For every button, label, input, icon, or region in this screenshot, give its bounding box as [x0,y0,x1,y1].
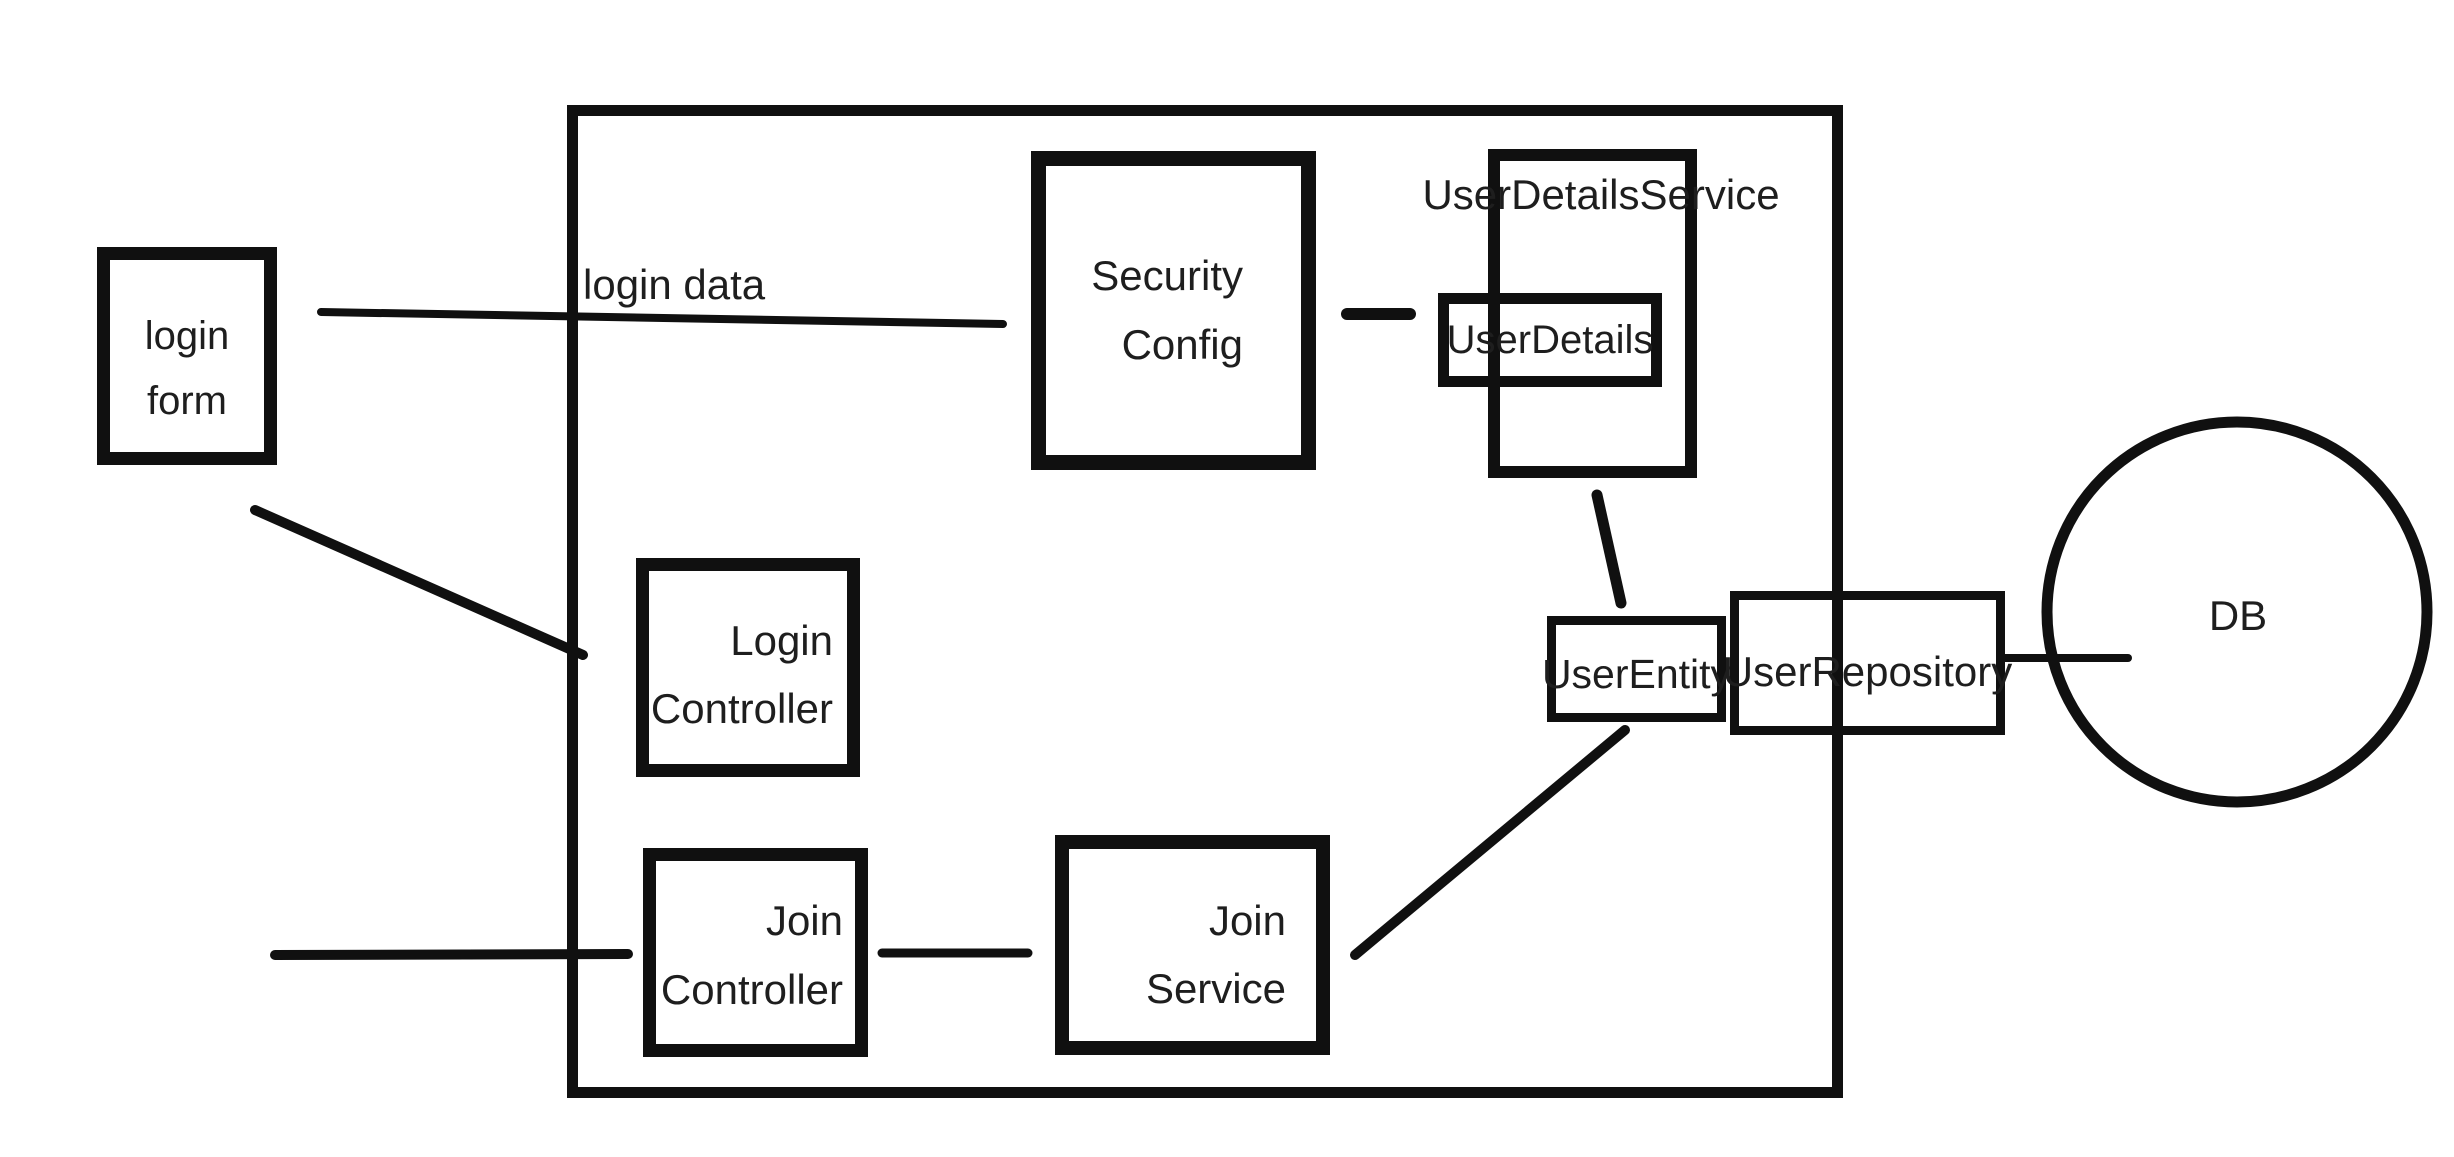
edge-join-service-to-user-entity [1350,725,1630,960]
user-details-box: UserDetails [1438,293,1662,387]
join-service-label-line1: Join [1208,896,1286,944]
db-label: DB [2208,592,2268,639]
login-form-label-line1: login [144,314,230,359]
edge-user-details-service-to-user-entity [1591,489,1627,609]
user-repository-label: UserRepository [1722,647,2013,695]
login-form-label-line2: form [147,379,227,423]
join-service-label-line2: Service [1145,965,1286,1012]
login-data-edge-label: login data [583,261,766,308]
login-controller-label-line1: Login [730,616,833,664]
join-service-box: Join Service [1055,835,1330,1055]
edge-login-form-to-security-config [317,308,1007,328]
user-details-label: UserDetails [1446,317,1654,362]
user-entity-label: UserEntity [1541,650,1732,697]
edge-login-form-to-container [250,505,588,660]
user-details-service-label: UserDetailsService [1422,171,1780,218]
user-entity-box: UserEntity [1542,616,1731,722]
join-controller-box: Join Controller [643,848,868,1057]
join-controller-label-line1: Join [765,897,843,945]
security-config-label-line2: Config [1121,320,1243,368]
security-config-box: Security Config [1031,151,1316,470]
security-config-label-line1: Security [1091,252,1243,300]
user-repository-box: UserRepository [1723,591,2012,735]
login-controller-box: Login Controller [636,558,860,777]
login-controller-label-line2: Controller [650,685,833,732]
user-details-service-box [1488,149,1697,478]
application-boundary-box [567,105,1843,1098]
login-form-box: login form [97,247,277,465]
db-circle [2041,416,2433,808]
join-controller-label-line2: Controller [660,965,843,1013]
